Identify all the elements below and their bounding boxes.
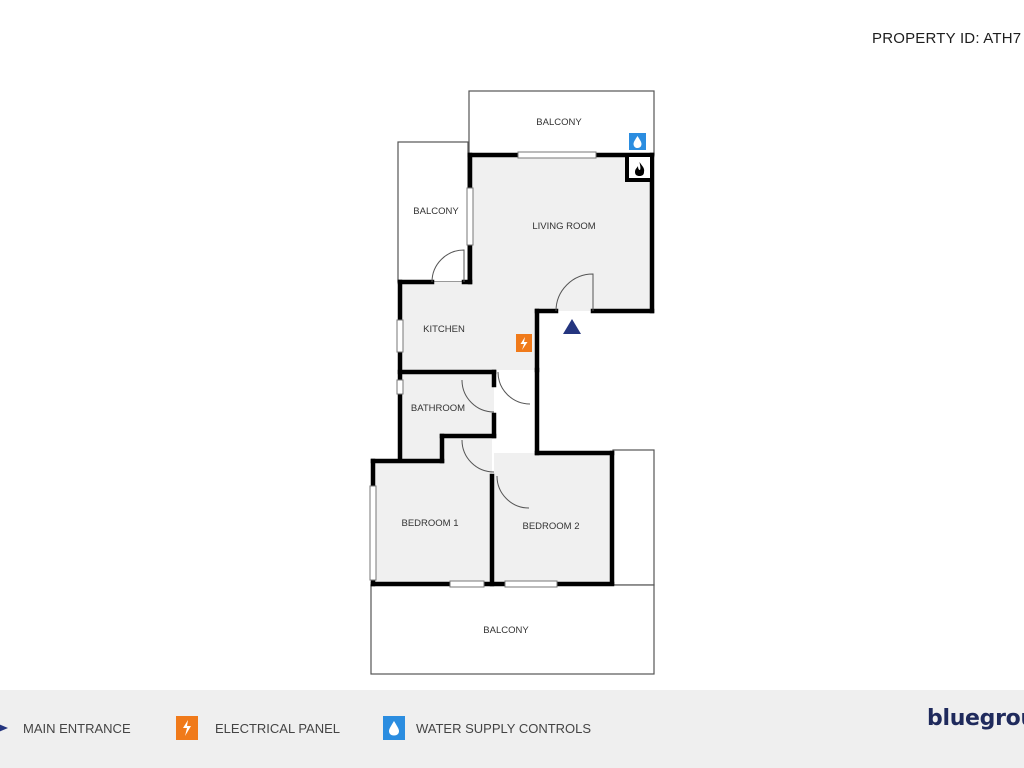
- window: [504, 580, 558, 588]
- bedroom-2-area: [494, 453, 612, 583]
- balcony-bottom: [370, 584, 655, 675]
- balcony-top: [468, 90, 655, 156]
- window: [369, 485, 377, 581]
- living-room-area: [400, 155, 652, 370]
- window: [396, 379, 404, 395]
- room-label-kitchen: KITCHEN: [423, 324, 465, 335]
- walls: [370, 152, 655, 587]
- legend-bar: MAIN ENTRANCE ELECTRICAL PANEL WATER SUP…: [0, 690, 1024, 768]
- legend-item-water-supply: WATER SUPPLY CONTROLS: [383, 716, 591, 740]
- legend-item-main-entrance: MAIN ENTRANCE: [0, 716, 131, 740]
- windows: [369, 151, 597, 588]
- room-label-balcony-top: BALCONY: [536, 117, 582, 128]
- balconies: [370, 90, 655, 675]
- main-entrance-arrow-icon: [0, 724, 8, 732]
- room-label-bedroom-2: BEDROOM 2: [522, 521, 579, 532]
- legend-label: MAIN ENTRANCE: [23, 720, 131, 736]
- room-label-balcony-bottom: BALCONY: [483, 625, 529, 636]
- room-label-bathroom: BATHROOM: [411, 403, 465, 414]
- door-swing: [555, 273, 594, 312]
- lightning-icon: [520, 337, 528, 350]
- legend-item-electrical-panel: ELECTRICAL PANEL: [176, 716, 340, 740]
- electrical-panel-badge: [176, 716, 198, 740]
- water-supply-badge: [383, 716, 405, 740]
- water-drop-icon: [633, 136, 642, 148]
- room-label-living-room: LIVING ROOM: [532, 221, 595, 232]
- balcony-right-strip: [612, 449, 655, 586]
- hallway-area: [494, 370, 536, 453]
- property-id: PROPERTY ID: ATH7: [872, 30, 1022, 47]
- doors: [431, 249, 594, 509]
- window: [396, 319, 404, 353]
- window: [466, 187, 474, 246]
- bathroom-area: [400, 373, 494, 460]
- fireplace: [625, 155, 652, 182]
- door-swing: [461, 439, 495, 473]
- door-swing: [431, 249, 465, 283]
- water-supply-marker: [629, 133, 646, 150]
- room-label-balcony-left: BALCONY: [413, 206, 459, 217]
- fire-icon: [635, 162, 645, 176]
- window: [517, 151, 597, 159]
- room-label-bedroom-1: BEDROOM 1: [401, 518, 458, 529]
- legend-label: WATER SUPPLY CONTROLS: [416, 720, 592, 736]
- door-swing: [461, 379, 495, 413]
- door-swing: [496, 475, 530, 509]
- legend-label: ELECTRICAL PANEL: [215, 720, 340, 736]
- floor-plan: BALCONY BALCONY LIVING ROOM KITCHEN BATH…: [369, 90, 655, 675]
- electrical-panel-marker: [516, 334, 532, 352]
- room-fills: [373, 155, 652, 583]
- lightning-icon: [183, 720, 191, 736]
- brand-logo: bluegroun: [927, 706, 1024, 731]
- main-entrance-triangle-icon: [563, 319, 581, 334]
- bedroom-1-area: [373, 438, 492, 583]
- door-swing: [497, 371, 531, 405]
- window: [449, 580, 485, 588]
- water-drop-icon: [389, 721, 399, 736]
